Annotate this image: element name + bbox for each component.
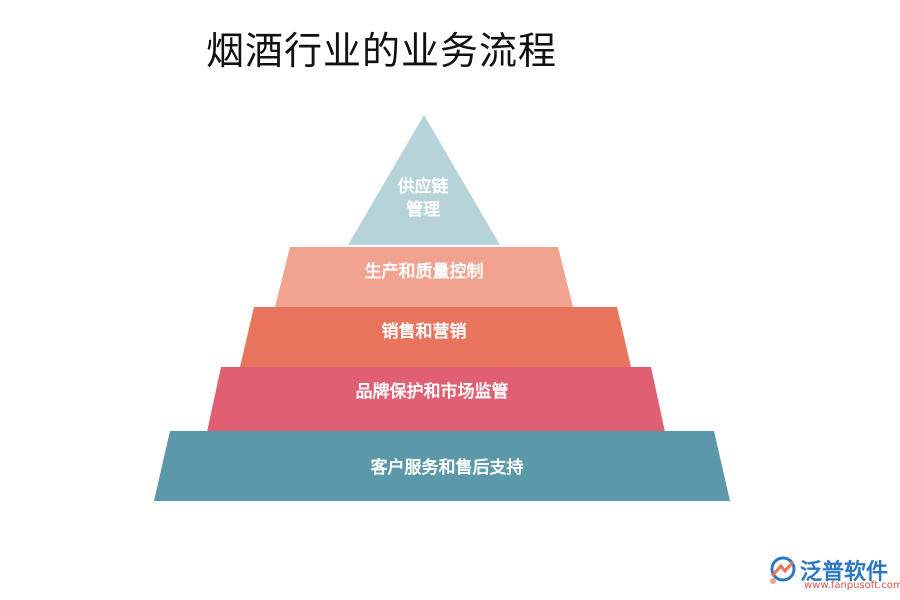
logo-name: 泛普软件 xyxy=(800,560,889,585)
pyramid-tier-customer-service xyxy=(154,431,730,501)
tier-supply-chain-label-line2: 管理 xyxy=(406,199,440,220)
pyramid-tier-sales-marketing xyxy=(240,307,631,367)
page-title: 烟酒行业的业务流程 xyxy=(206,29,558,73)
tier-customer-service-label: 客户服务和售后支持 xyxy=(370,457,524,478)
logo-url: www.fanpusoft.com xyxy=(804,580,900,591)
tier-production-quality-label: 生产和质量控制 xyxy=(365,261,484,282)
pyramid-tier-production-quality xyxy=(275,247,573,307)
brand-logo: 泛普软件 www.fanpusoft.com xyxy=(766,552,900,592)
tier-brand-protection-label: 品牌保护和市场监管 xyxy=(356,381,509,402)
tier-supply-chain-label-line1: 供应链 xyxy=(397,176,450,197)
tier-sales-marketing-label: 销售和营销 xyxy=(382,321,467,342)
logo-mark-icon xyxy=(770,556,796,584)
pyramid-tier-brand-protection xyxy=(207,367,665,432)
pyramid-tier-supply-chain xyxy=(348,115,500,245)
